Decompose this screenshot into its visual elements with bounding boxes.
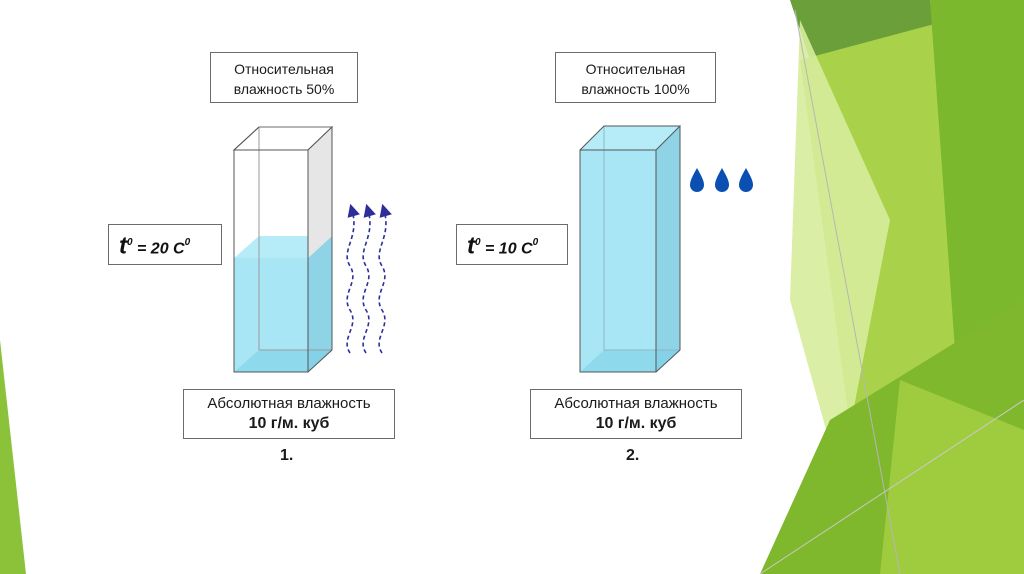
rh1-line1: Относительная bbox=[234, 61, 334, 77]
container1-side-outline bbox=[307, 125, 333, 373]
container2-water-top bbox=[580, 126, 680, 150]
green-shape-left bbox=[0, 340, 26, 574]
ah1-line2: 10 г/м. куб bbox=[248, 415, 330, 432]
temp1-unit-sup: 0 bbox=[184, 237, 191, 248]
temp2-unit-sup: 0 bbox=[532, 237, 539, 248]
container1-water-side bbox=[308, 236, 332, 372]
rh2-line2: влажность 100% bbox=[581, 81, 690, 97]
evaporation-arrow-1 bbox=[346, 203, 360, 354]
temperature-label-2: t0 = 10 С0 bbox=[456, 224, 568, 265]
water-drop-3 bbox=[739, 168, 753, 192]
thin-line-2 bbox=[759, 399, 1024, 574]
container1-top-left-edge bbox=[233, 126, 260, 151]
container2-bottom bbox=[580, 350, 680, 372]
ah1-line1: Абсолютная влажность bbox=[207, 395, 371, 412]
temperature-label-1: t0 = 20 С0 bbox=[108, 224, 222, 265]
water-drop-1 bbox=[690, 168, 704, 192]
ah2-line1: Абсолютная влажность bbox=[554, 395, 718, 412]
rh1-line2: влажность 50% bbox=[233, 81, 335, 97]
container2-top-outline bbox=[579, 125, 680, 151]
rh2-line1: Относительная bbox=[585, 61, 686, 77]
scene-number-1: 1. bbox=[280, 447, 294, 464]
temp1-sup: 0 bbox=[127, 237, 133, 248]
relative-humidity-label-2: Относительная влажность 100% bbox=[555, 52, 716, 103]
evaporation-arrow-3 bbox=[378, 203, 392, 354]
evaporation-arrow-2 bbox=[362, 203, 376, 354]
thin-line-1 bbox=[794, 9, 901, 574]
scene-number-2: 2. bbox=[626, 447, 640, 464]
container2-water-front bbox=[580, 150, 656, 372]
water-drops-icon bbox=[690, 168, 753, 192]
container2-water-side bbox=[656, 126, 680, 372]
temp2-value: = 10 С bbox=[480, 240, 533, 258]
temp2-t: t bbox=[467, 232, 475, 260]
temp2-sup: 0 bbox=[475, 237, 481, 248]
ah2-line2: 10 г/м. куб bbox=[595, 415, 677, 432]
temp1-value: = 20 С bbox=[132, 240, 185, 258]
container1-water-front bbox=[234, 258, 308, 372]
relative-humidity-label-1: Относительная влажность 50% bbox=[210, 52, 358, 103]
water-drop-2 bbox=[715, 168, 729, 192]
container2-side-outline bbox=[655, 124, 681, 373]
container1-glass-side bbox=[308, 127, 332, 258]
temp1-t: t bbox=[119, 232, 127, 260]
green-shape-bottom-light bbox=[880, 380, 1024, 574]
absolute-humidity-label-1: Абсолютная влажность 10 г/м. куб bbox=[183, 389, 395, 439]
absolute-humidity-label-2: Абсолютная влажность 10 г/м. куб bbox=[530, 389, 742, 439]
evaporation-arrows-icon bbox=[346, 203, 392, 354]
